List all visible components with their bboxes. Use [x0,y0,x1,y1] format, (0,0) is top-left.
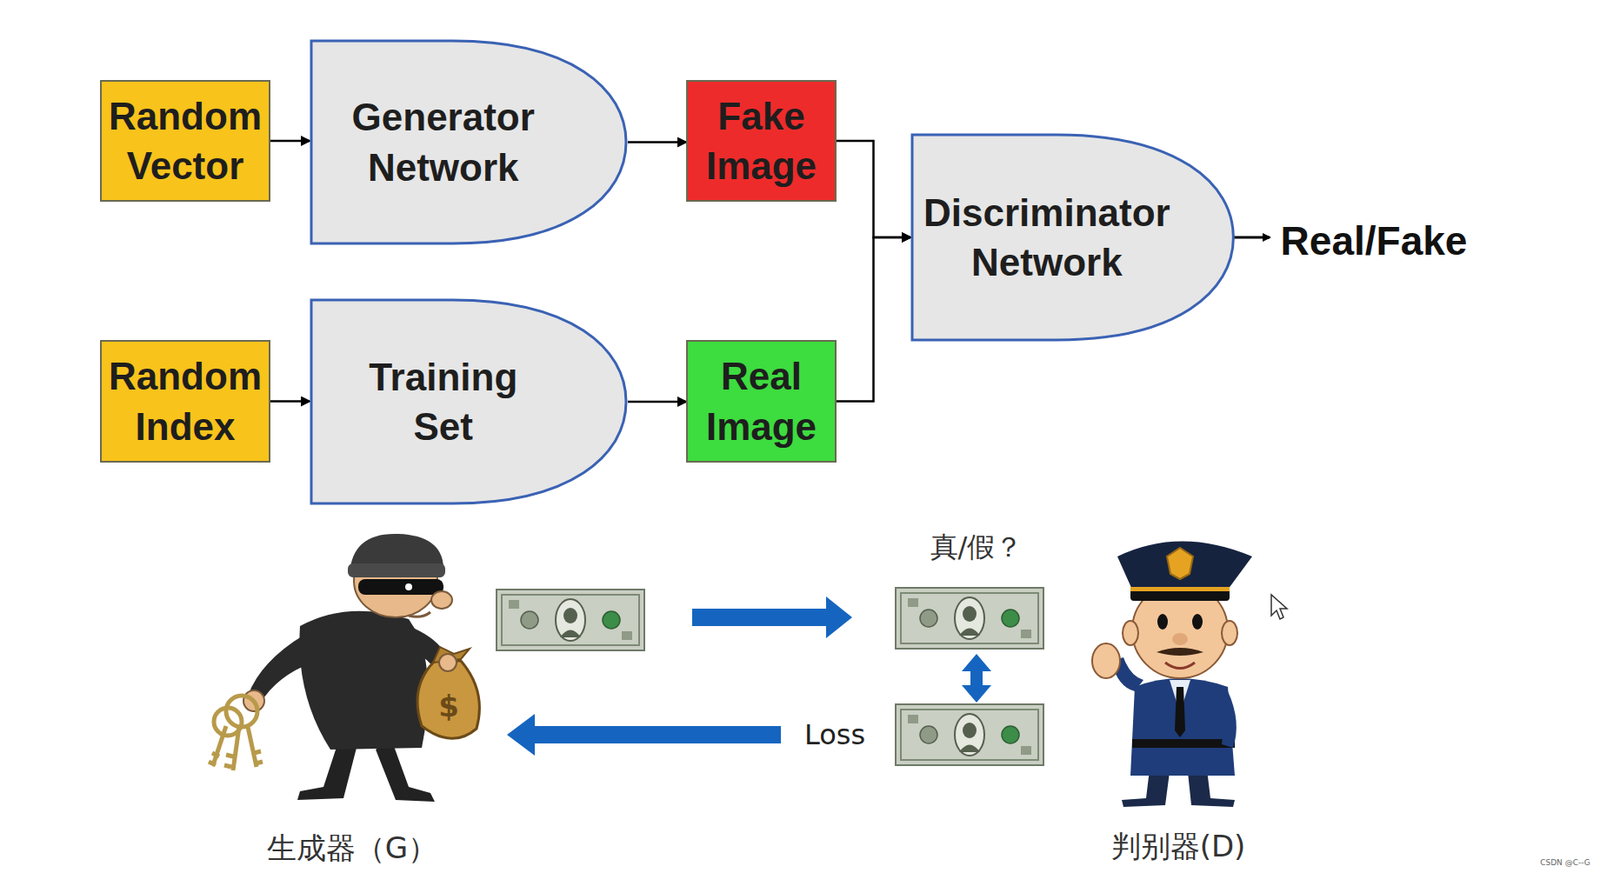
d-outline-path [311,300,627,504]
loss-arrow [506,713,781,756]
node-label: TrainingSet [368,352,518,452]
bill-under-test [895,587,1044,649]
flow-arrow [627,140,687,144]
node-label: DiscriminatorNetwork [923,187,1171,287]
real-bill [895,704,1044,766]
pass-arrow [692,596,853,639]
input-box: RandomIndex [100,340,271,463]
question-label: 真/假？ [930,528,1024,567]
node-label: FakeImage [706,91,817,191]
node-label: RandomVector [108,91,262,191]
d-outline-path [311,40,627,244]
loss-label: Loss [804,718,866,752]
thief-figure [208,533,480,802]
node-label: RealImage [706,351,817,451]
caption-label: 生成器（G） [266,828,438,869]
fake-bill [496,589,645,651]
node-label: GeneratorNetwork [352,92,535,192]
image-box: RealImage [686,340,837,463]
watermark: CSDN @C--G [1540,858,1591,867]
output-label: Real/Fake [1280,217,1468,265]
police-figure [1092,541,1253,808]
d-outline [309,298,628,506]
input-box: RandomVector [100,80,271,202]
flow-arrow [627,400,687,404]
dataset-shape: TrainingSet [309,298,628,506]
mouse-cursor [1271,594,1287,620]
network-shape: GeneratorNetwork [309,39,628,246]
output-arrow [1229,236,1270,240]
node-label: RandomIndex [108,351,262,451]
flow-arrow [836,140,911,238]
flow-arrow [270,140,310,143]
d-outline-path [912,134,1234,340]
network-shape: DiscriminatorNetwork [910,133,1235,342]
bag-symbol: $ [438,688,460,724]
d-outline [910,133,1235,342]
flow-arrow [270,400,310,403]
caption-label: 判别器(D) [1111,826,1247,867]
image-box: FakeImage [686,80,837,202]
d-outline [309,39,628,246]
compare-arrow [961,653,992,703]
flow-arrow [836,237,911,402]
